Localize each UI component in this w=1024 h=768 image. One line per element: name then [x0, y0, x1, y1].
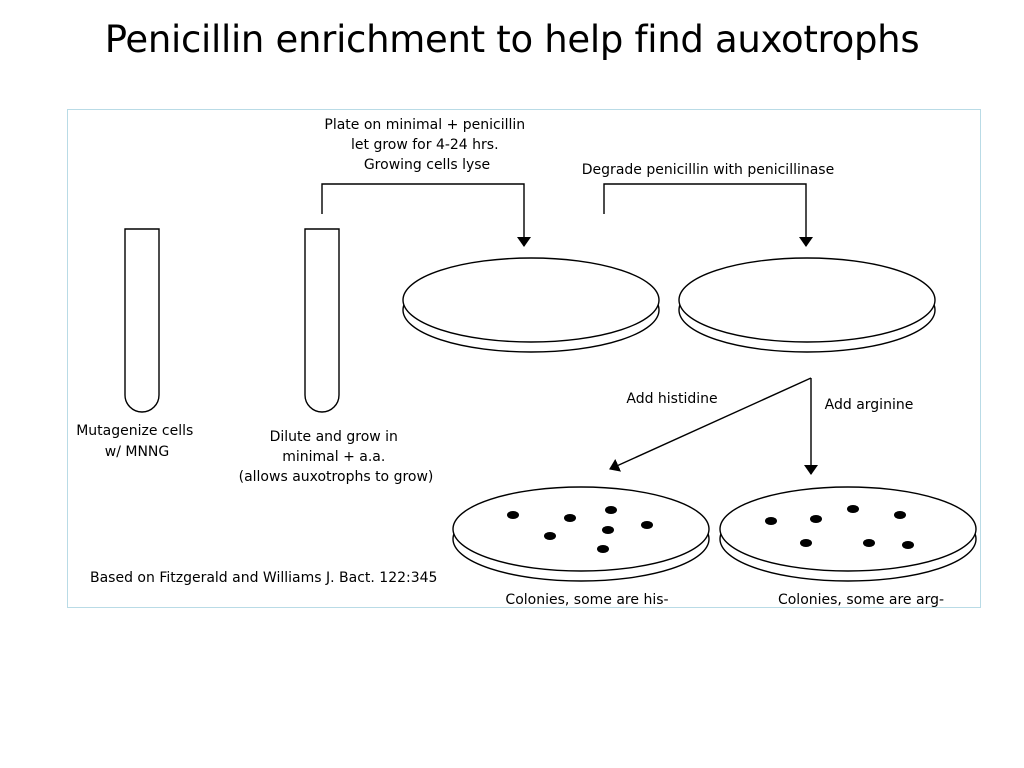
penicillinase-plate: [678, 257, 936, 353]
diagram-frame: [67, 109, 981, 608]
histidine-plate: [452, 486, 710, 582]
colony: [800, 539, 812, 547]
citation: Based on Fitzgerald and Williams J. Bact…: [90, 570, 437, 586]
colony: [564, 514, 576, 522]
colony: [605, 506, 617, 514]
arginine-plate: [719, 486, 977, 582]
colony: [894, 511, 906, 519]
slide-title: Penicillin enrichment to help find auxot…: [104, 18, 920, 61]
colony: [602, 526, 614, 534]
step1-label: Mutagenize cells w/ MNNG: [76, 423, 198, 460]
colony: [847, 505, 859, 513]
histidine-result-label: Colonies, some are his-: [505, 592, 668, 608]
test-tube-2: [304, 228, 340, 413]
step3-label: Plate on minimal + penicillin let grow f…: [324, 117, 529, 173]
arrow-to-penicillinase-plate: [603, 183, 813, 247]
penicillin-plate: [402, 257, 660, 353]
colony: [597, 545, 609, 553]
arginine-label: Add arginine: [825, 397, 914, 413]
colony: [507, 511, 519, 519]
step2-label: Dilute and grow in minimal + a.a. (allow…: [239, 429, 434, 485]
arrow-to-histidine-plate: [609, 377, 812, 472]
colony: [765, 517, 777, 525]
arrow-to-penicillin-plate: [321, 183, 531, 247]
colony: [863, 539, 875, 547]
test-tube-1: [124, 228, 160, 413]
colony: [902, 541, 914, 549]
colony: [544, 532, 556, 540]
step4-label: Degrade penicillin with penicillinase: [582, 162, 834, 178]
colony: [810, 515, 822, 523]
arginine-result-label: Colonies, some are arg-: [778, 592, 944, 608]
colony: [641, 521, 653, 529]
histidine-label: Add histidine: [626, 391, 717, 407]
